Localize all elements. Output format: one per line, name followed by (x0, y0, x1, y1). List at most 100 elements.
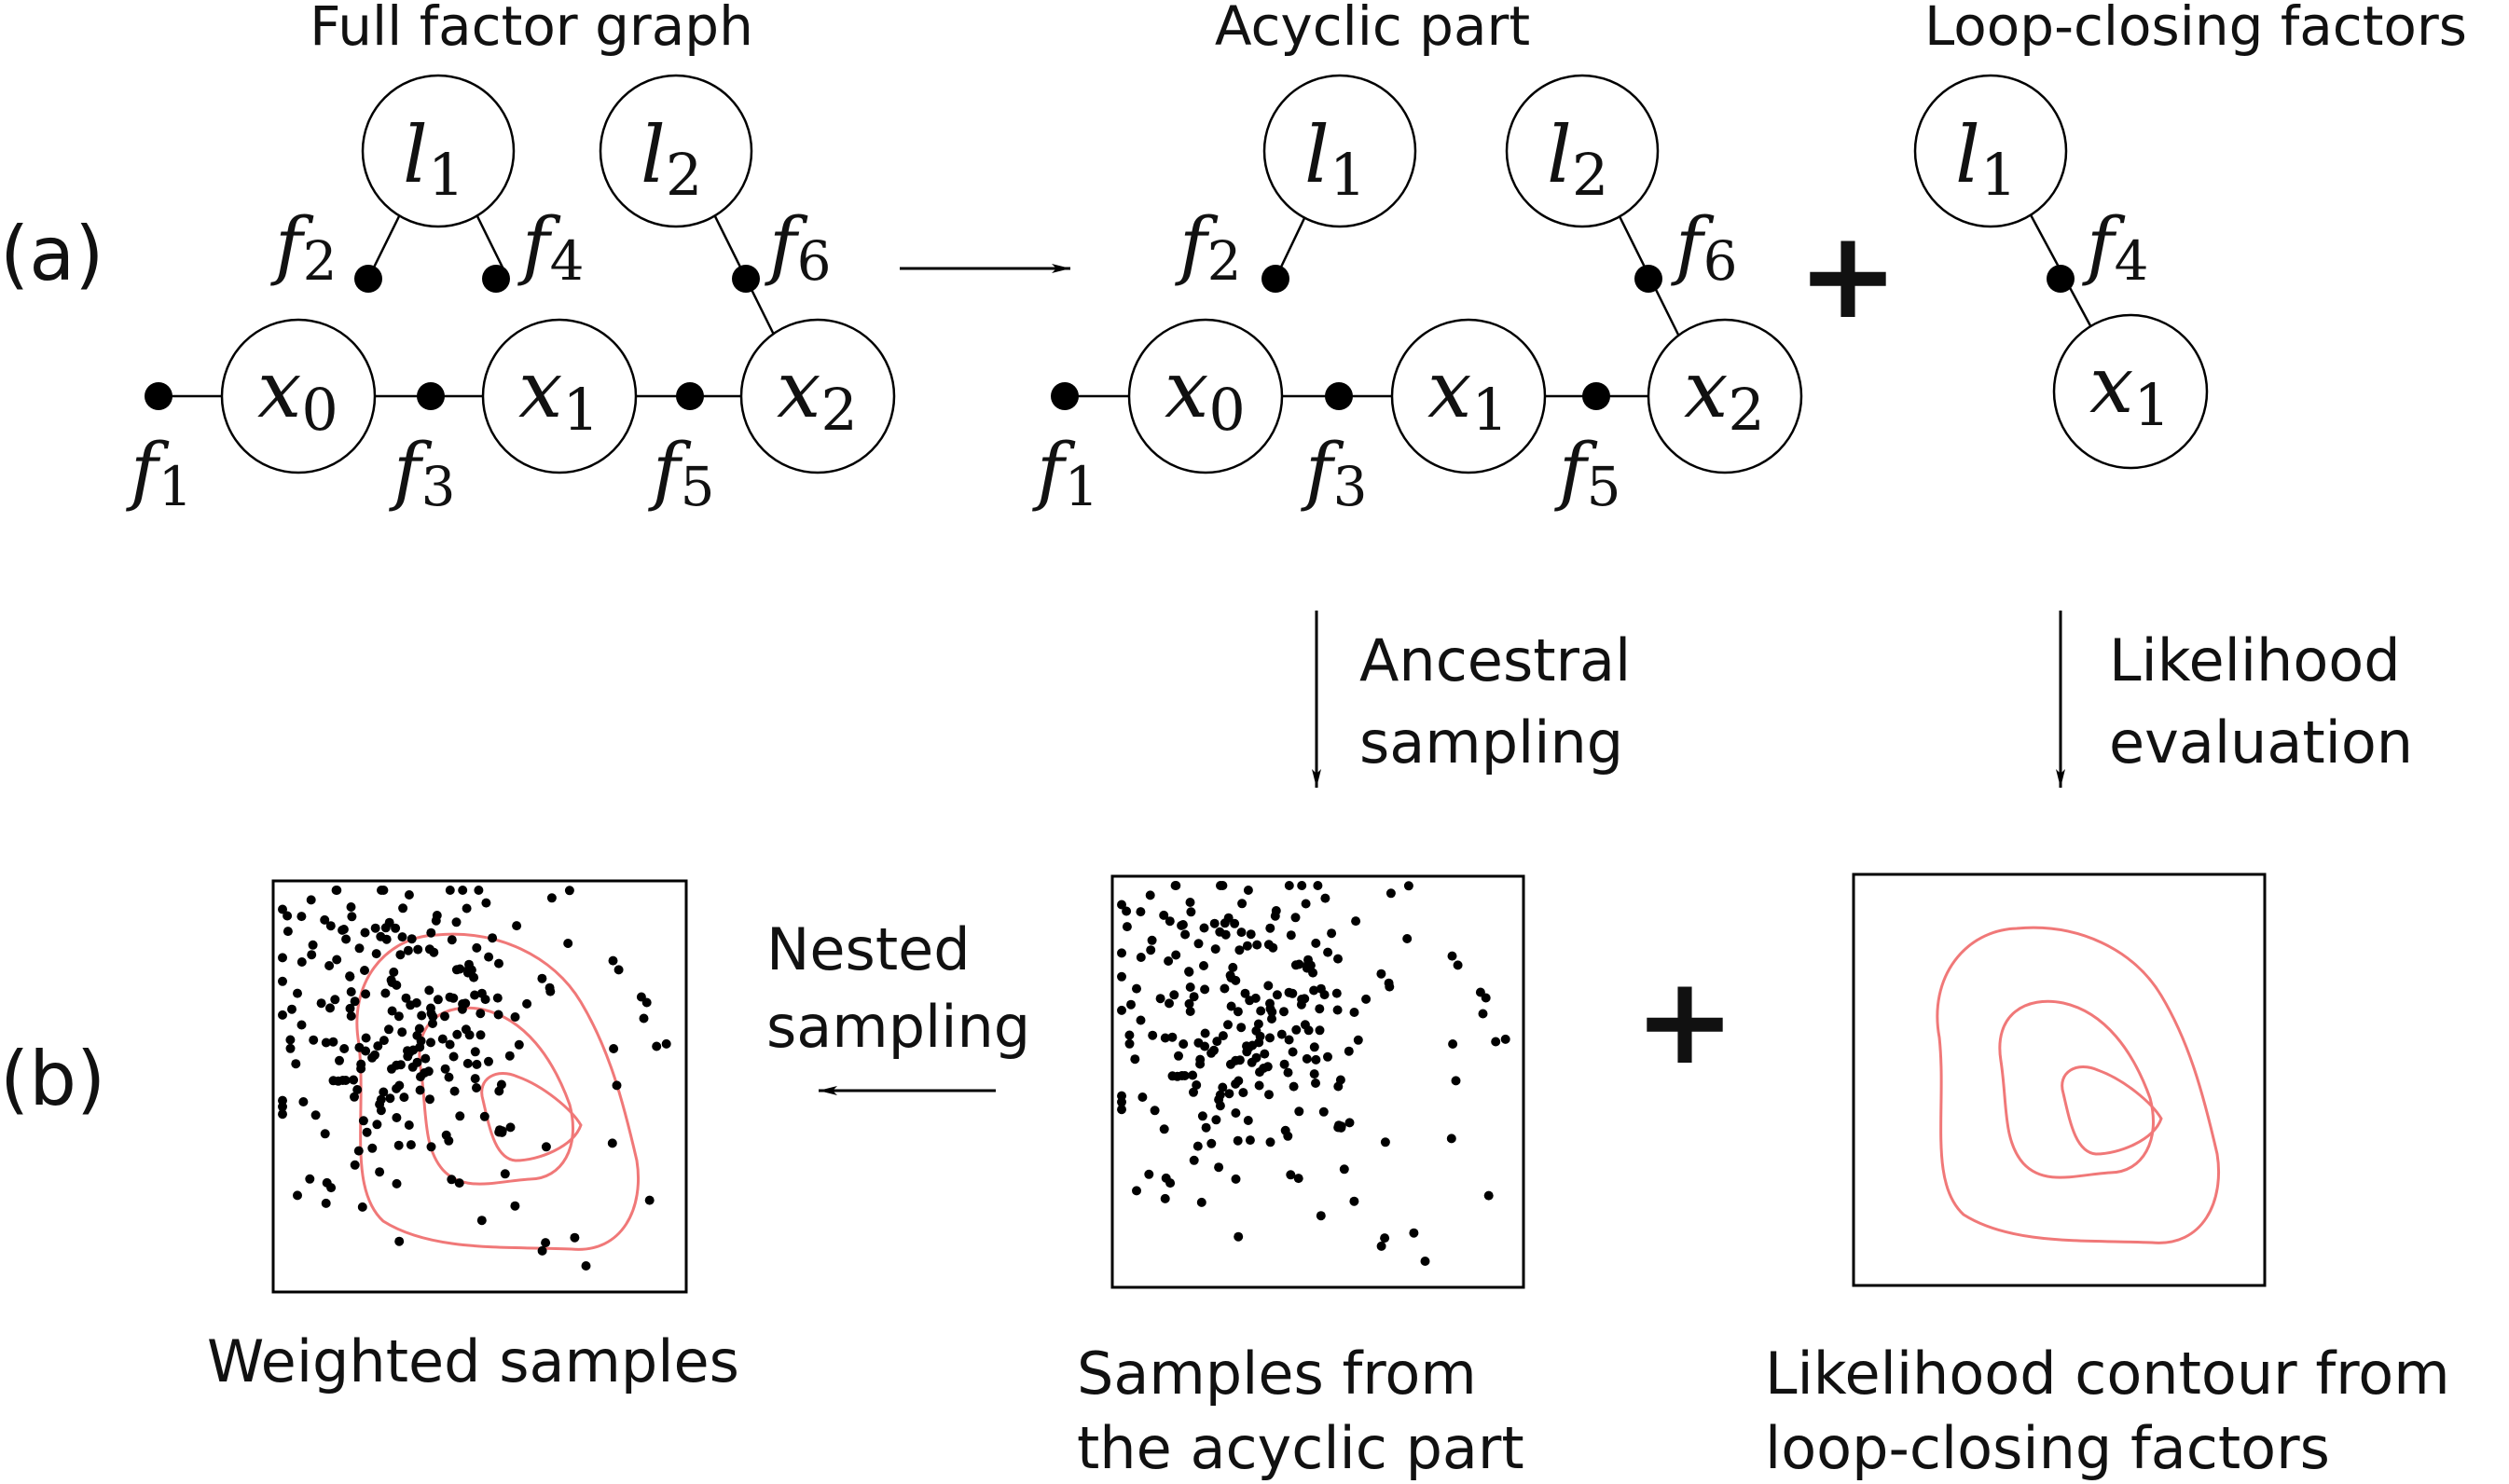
sample-dot (1200, 1028, 1210, 1038)
sample-dot (612, 1080, 622, 1091)
sample-dot (345, 971, 355, 982)
sample-dot (1185, 898, 1195, 907)
heading-full-factor-graph: Full factor graph (310, 0, 753, 58)
sample-dot (1234, 1055, 1245, 1065)
likelihood-contour-box (1852, 873, 2267, 1287)
sample-dot (514, 1039, 524, 1050)
contour-ring-2 (418, 1006, 574, 1186)
sample-dot (1189, 1155, 1199, 1165)
sample-dot (278, 904, 287, 914)
sample-dot (1265, 923, 1275, 933)
sample-dot (308, 940, 318, 950)
acyclic-factor-f2 (1261, 265, 1289, 293)
sample-dot (1196, 1197, 1206, 1207)
sample-dot (379, 1087, 389, 1097)
sample-dot (1402, 934, 1413, 943)
sample-dot (1210, 944, 1220, 955)
sample-dot (1155, 994, 1165, 1004)
sample-dot (1147, 935, 1157, 945)
sample-dot (321, 1198, 331, 1208)
sample-dot (1220, 983, 1230, 994)
sample-dot (412, 1030, 422, 1040)
sample-dot (1353, 1035, 1363, 1045)
sample-dot (445, 886, 455, 895)
sample-dot (1179, 1039, 1189, 1049)
sample-dot (392, 1178, 402, 1189)
sample-dot (545, 982, 555, 993)
sample-dot (1192, 1141, 1203, 1151)
sample-dot (1214, 1162, 1224, 1173)
sample-dot (325, 1003, 335, 1013)
sample-dot (1283, 1131, 1293, 1141)
sample-dot (1164, 956, 1174, 966)
sample-dot (639, 1013, 649, 1024)
sample-dot (1288, 1047, 1298, 1057)
sample-dot (1286, 1170, 1296, 1180)
label-x1: x1 (518, 344, 600, 444)
sample-dot (375, 1167, 385, 1177)
sample-dot (1403, 881, 1413, 891)
sample-dot (393, 1011, 404, 1022)
sample-dot (1451, 1076, 1461, 1086)
sample-dot (1240, 988, 1250, 998)
sample-dot (1263, 981, 1274, 991)
sample-dot (1136, 907, 1146, 917)
sample-dot (398, 903, 408, 914)
sample-dot (537, 973, 547, 983)
label-f2: f2 (270, 201, 338, 293)
sample-dot (316, 998, 326, 1009)
sample-dot (360, 928, 370, 938)
sample-dot (451, 917, 462, 928)
sample-dot (1215, 1101, 1225, 1111)
variable-node-x1 (481, 318, 638, 474)
sample-dot (445, 1039, 455, 1050)
panel-label-b: (b) (0, 1036, 105, 1122)
sample-dot (1327, 928, 1337, 939)
weighted-samples-panel (271, 879, 688, 1294)
sample-dot (1331, 988, 1342, 998)
caption-weighted-samples: Weighted samples (207, 1327, 739, 1395)
sample-dot (389, 967, 399, 977)
sample-dot (428, 1011, 438, 1022)
acyclic-label-x1: x1 (1427, 344, 1509, 444)
sample-dot (474, 886, 484, 895)
acyclic-label-f5: f5 (1554, 427, 1621, 518)
sample-dot (541, 1238, 551, 1248)
sample-dot (1165, 916, 1175, 927)
sample-dot (1291, 1024, 1302, 1035)
sample-dot (346, 902, 356, 912)
sample-dot (1361, 994, 1372, 1004)
sample-dot (1130, 1054, 1140, 1065)
sample-dot (510, 1012, 520, 1022)
variable-node-l1 (361, 74, 516, 228)
sample-dot (1245, 996, 1255, 1006)
sample-dot (407, 1062, 418, 1072)
sample-dot (358, 1116, 368, 1126)
sample-dot (385, 1093, 395, 1104)
sample-dot (345, 1003, 355, 1013)
variable-node-l2 (599, 74, 753, 228)
sample-dot (426, 928, 436, 938)
sample-dot (325, 921, 336, 931)
sample-dot (1481, 993, 1491, 1003)
label-l1: l1 (403, 109, 464, 209)
sample-dot (426, 1142, 436, 1152)
sample-dot (420, 1053, 431, 1064)
sample-dot (332, 955, 342, 965)
factor-f4 (482, 265, 510, 293)
sample-dot (448, 1051, 459, 1062)
label-l2: l2 (641, 109, 702, 209)
sample-dot (338, 925, 349, 934)
sample-dot (1248, 1040, 1258, 1051)
sample-dot (472, 1059, 482, 1069)
sample-dot (413, 944, 423, 955)
sample-dot (1159, 910, 1169, 920)
sample-dot (394, 1236, 405, 1246)
sample-dot (1165, 1178, 1176, 1189)
sample-dot (1122, 922, 1132, 932)
sample-dot (1447, 951, 1457, 961)
sample-dot (609, 1044, 619, 1053)
sample-dot (1174, 1051, 1183, 1061)
sample-dot (379, 1036, 389, 1046)
sample-dot (1254, 1080, 1264, 1091)
